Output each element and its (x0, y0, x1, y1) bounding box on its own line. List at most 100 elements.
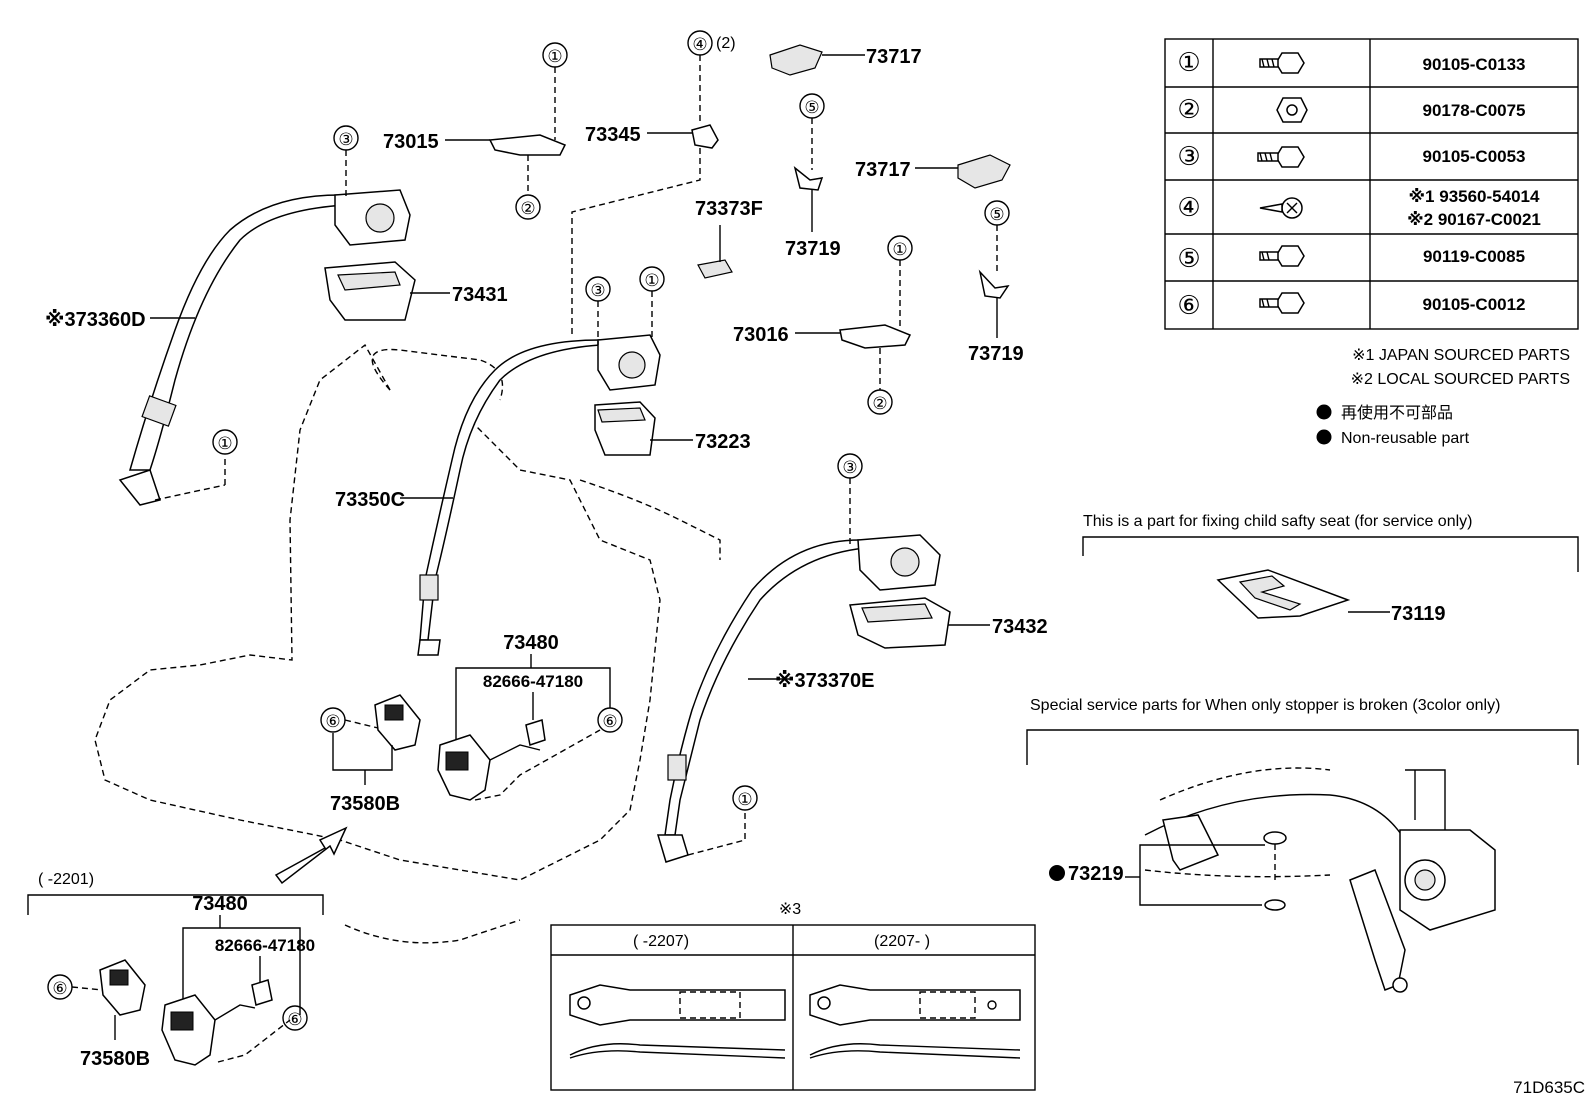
bracket-73016 (839, 324, 912, 349)
buckle-73580B (99, 959, 146, 1016)
buckle-73580B (374, 694, 421, 751)
table-row-1: ① 90105-C0133 (1177, 47, 1525, 77)
nut-icon (1276, 97, 1308, 123)
part-73717: 73717 (866, 46, 922, 68)
part-73480: 73480 (192, 893, 248, 915)
table-row-5: ⑤ 90119-C0085 (1177, 243, 1525, 273)
part-73431: 73431 (452, 284, 508, 306)
callout-1: ① (644, 271, 659, 290)
bolt-icon (1257, 146, 1305, 168)
table-row-4: ④ ※1 93560-54014 ※2 90167-C0021 (1177, 187, 1541, 229)
part-73016: 73016 (733, 324, 789, 346)
table-num: ② (1177, 94, 1200, 124)
table-num: ⑤ (1177, 243, 1200, 273)
bracket-73015 (488, 134, 567, 156)
variant-range-early: ( -2207) (633, 933, 689, 950)
part-73580B: 73580B (330, 793, 400, 815)
buckle-73480 (437, 729, 601, 801)
part-73719: 73719 (785, 238, 841, 260)
callout-2: ② (872, 394, 887, 413)
retractor-part (1399, 829, 1496, 931)
anchor-73345 (691, 124, 719, 149)
bracket-73719 (978, 269, 1010, 299)
table-part-number: 90105-C0053 (1422, 147, 1525, 166)
stopper-caption: Special service parts for When only stop… (1030, 697, 1500, 714)
bolt-icon (1259, 292, 1305, 314)
connector-82666 (525, 719, 546, 746)
table-part-number: 90119-C0085 (1423, 247, 1525, 266)
part-82666-47180: 82666-47180 (215, 936, 315, 955)
retractor-73360D (334, 189, 411, 246)
table-num: ③ (1177, 141, 1200, 171)
retractor-73350C (597, 334, 661, 391)
bolt-icon (1259, 245, 1305, 267)
non-reusable-dot-icon (1316, 429, 1332, 445)
legend-nonreusable-jp: 再使用不可部品 (1341, 404, 1453, 422)
parts-table: ① 90105-C0133 ② 90178-C0075 ③ 90105-C005… (1164, 38, 1579, 330)
buckle-73480 (161, 994, 291, 1066)
table-num: ④ (1177, 192, 1200, 222)
table-row-3: ③ 90105-C0053 (1177, 141, 1525, 171)
child-seat-caption: This is a part for fixing child safty se… (1083, 513, 1472, 530)
callout-1: ① (547, 47, 562, 66)
child-seat-section: This is a part for fixing child safty se… (1082, 513, 1579, 625)
belt-73360D (118, 194, 346, 506)
legend: ※1 JAPAN SOURCED PARTS ※2 LOCAL SOURCED … (1316, 347, 1570, 447)
table-part-number: ※1 93560-54014 (1409, 187, 1540, 206)
qty-label: (2) (716, 35, 736, 52)
belt-73370E (656, 539, 866, 863)
callout-1: ① (737, 790, 752, 809)
table-part-number: 90105-C0133 (1422, 55, 1525, 74)
part-73580B: 73580B (80, 1048, 150, 1070)
part-73223: 73223 (695, 431, 751, 453)
callout-6: ⑥ (52, 979, 67, 998)
part-73360D: ※373360D (45, 309, 146, 331)
belt-end-variant-early (569, 984, 786, 1059)
part-73219: 73219 (1068, 863, 1124, 885)
part-73480: 73480 (503, 632, 559, 654)
part-73432: 73432 (992, 616, 1048, 638)
table-row-2: ② 90178-C0075 (1177, 94, 1525, 124)
part-73370E: ※373370E (775, 670, 875, 692)
callout-6: ⑥ (287, 1010, 302, 1029)
belt-end-variant-late (809, 984, 1021, 1059)
child-seat-bracket-part (1216, 569, 1351, 619)
table-part-number: 90178-C0075 (1422, 101, 1525, 120)
belt-73350C (417, 339, 601, 656)
part-73373F: 73373F (695, 198, 763, 220)
callout-5: ⑤ (989, 205, 1004, 224)
variant-table: ( -2207) (2207- ) (550, 924, 1036, 1091)
part-73119: 73119 (1391, 603, 1446, 625)
clip-73373F (697, 259, 733, 279)
part-73719: 73719 (968, 343, 1024, 365)
legend-japan: ※1 JAPAN SOURCED PARTS (1352, 347, 1570, 364)
stopper-section: Special service parts for When only stop… (1026, 697, 1579, 993)
callout-3: ③ (338, 130, 353, 149)
table-row-6: ⑥ 90105-C0012 (1177, 290, 1525, 320)
legend-local: ※2 LOCAL SOURCED PARTS (1351, 371, 1570, 388)
cover-73431 (324, 261, 416, 321)
diagram-id: 71D635C (1513, 1078, 1585, 1097)
part-73350C: 73350C (335, 489, 405, 511)
direction-arrow-icon (274, 826, 348, 885)
callout-6: ⑥ (325, 712, 340, 731)
part-73345: 73345 (585, 124, 641, 146)
screw-icon (1259, 197, 1303, 219)
retractor-73370E (857, 534, 941, 591)
cover-73717 (957, 154, 1011, 189)
part-73015: 73015 (383, 131, 439, 153)
callout-6: ⑥ (602, 712, 617, 731)
callout-3: ③ (842, 458, 857, 477)
table-part-number: ※2 90167-C0021 (1407, 210, 1541, 229)
non-reusable-dot-icon (1049, 865, 1065, 881)
cover-73223 (594, 401, 656, 456)
legend-nonreusable-en: Non-reusable part (1341, 430, 1470, 447)
callout-3: ③ (590, 281, 605, 300)
cover-73432 (849, 597, 951, 649)
table-num: ① (1177, 47, 1200, 77)
callout-4: ④ (692, 35, 707, 54)
cover-73717-top (769, 44, 823, 76)
callout-5: ⑤ (804, 98, 819, 117)
table-num: ⑥ (1177, 290, 1200, 320)
variant-range-late: (2207- ) (874, 933, 930, 950)
